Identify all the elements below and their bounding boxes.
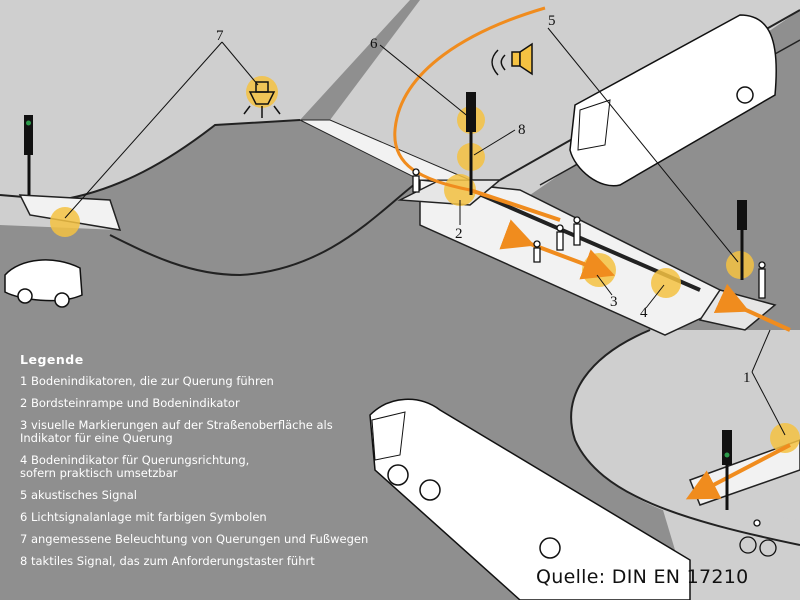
traffic-light-center: [466, 92, 476, 195]
callout-4: 4: [640, 305, 648, 321]
legend: Legende 1 Bodenindikatoren, die zur Quer…: [20, 352, 420, 577]
legend-item-1: 1 Bodenindikatoren, die zur Querung führ…: [20, 374, 274, 388]
acoustic-signal-icon: [491, 42, 533, 76]
curb-line: [570, 329, 800, 546]
traffic-light-bottom-right: [722, 430, 732, 510]
traffic-light-right: [737, 200, 747, 280]
bus-top-right: [569, 14, 777, 187]
callout-3: 3: [610, 294, 618, 310]
traffic-light-top-left: [24, 115, 33, 195]
curb-line: [109, 179, 421, 277]
legend-item-4: 4 Bodenindikator für Querungsrichtung, s…: [20, 453, 250, 480]
legend-item-6: 6 Lichtsignalanlage mit farbigen Symbole…: [20, 510, 267, 524]
legend-item-3: 3 visuelle Markierungen auf der Straßeno…: [20, 418, 333, 445]
sidewalk-top-left: [0, 0, 410, 200]
callout-2: 2: [455, 226, 463, 242]
car-left: [4, 259, 83, 308]
legend-title: Legende: [20, 352, 84, 367]
pedestrian-figures: [412, 168, 777, 557]
direction-arrows: [393, 6, 791, 500]
street-lamp-icon: [243, 81, 281, 118]
callout-leader-lines: [64, 27, 786, 436]
bus-bottom: [369, 398, 691, 600]
callout-1: 1: [743, 370, 751, 386]
callout-5: 5: [548, 13, 556, 29]
legend-item-5: 5 akustisches Signal: [20, 488, 137, 502]
sidewalk-bottom-strip: [660, 500, 800, 600]
callout-6: 6: [370, 36, 378, 52]
callout-8: 8: [518, 122, 526, 138]
legend-item-7: 7 angemessene Beleuchtung von Querungen …: [20, 532, 369, 546]
callout-7: 7: [216, 28, 224, 44]
legend-item-2: 2 Bordsteinrampe und Bodenindikator: [20, 396, 240, 410]
legend-item-8: 8 taktiles Signal, das zum Anforderungst…: [20, 554, 315, 568]
source-credit: Quelle: DIN EN 17210: [536, 566, 749, 588]
